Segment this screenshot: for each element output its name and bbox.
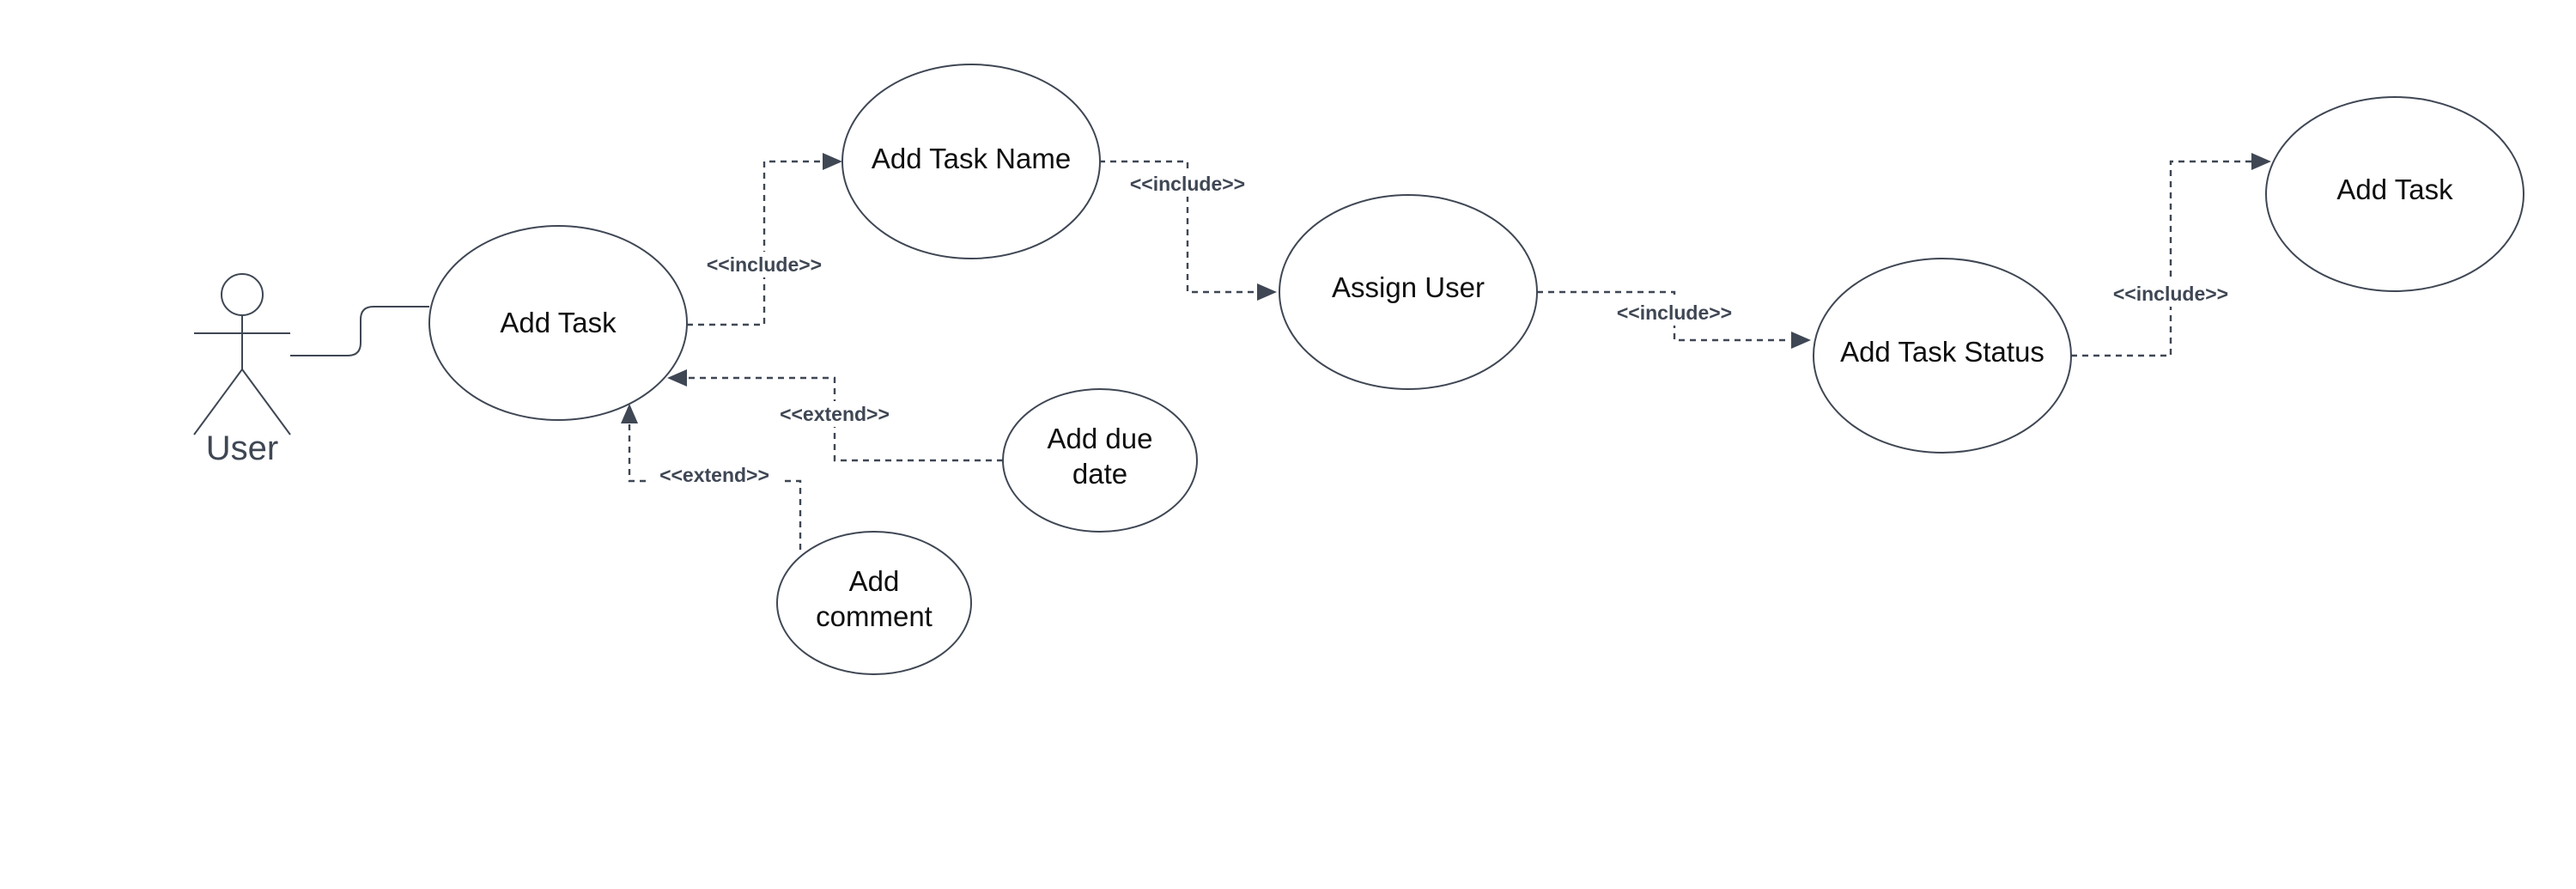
extend-label-due-date: <<extend>> — [780, 403, 890, 425]
use-case-assign-user[interactable]: Assign User — [1279, 194, 1538, 390]
include-arrowhead-assign-user — [1257, 283, 1277, 301]
include-label-assign-user-group: <<include>> — [1119, 171, 1256, 197]
include-label-task-name-group: <<include>> — [696, 252, 833, 277]
include-connector-task-final — [2071, 160, 2251, 357]
extend-arrowhead-due-date — [667, 369, 687, 387]
association-user-add-task — [290, 306, 429, 356]
include-label-task-final-group: <<include>> — [2102, 281, 2239, 307]
use-case-add-task-final[interactable]: Add Task — [2265, 96, 2524, 292]
use-case-add-comment-label: Add — [849, 565, 900, 597]
include-label-task-status-group: <<include>> — [1606, 300, 1743, 326]
use-case-add-task-status-label: Add Task Status — [1840, 336, 2044, 368]
use-case-add-task-label: Add Task — [500, 307, 617, 338]
extend-connector-due-date — [687, 376, 1003, 462]
actor-right-leg — [241, 368, 291, 435]
use-case-add-due-date[interactable]: Add due date — [1002, 388, 1198, 533]
actor-user[interactable]: User — [193, 273, 291, 467]
include-connector-task-name — [687, 160, 824, 326]
extend-label-comment: <<extend>> — [659, 464, 769, 486]
use-case-add-comment[interactable]: Add comment — [776, 531, 972, 675]
extend-arrowhead-comment — [621, 404, 638, 423]
actor-label: User — [206, 429, 278, 467]
use-case-add-task-name-label: Add Task Name — [872, 143, 1071, 174]
use-case-add-task-status[interactable]: Add Task Status — [1813, 258, 2072, 454]
extend-connector-comment — [628, 423, 802, 550]
include-label-task-status: <<include>> — [1617, 301, 1732, 324]
include-label-assign-user: <<include>> — [1130, 173, 1245, 195]
use-case-add-task-final-label: Add Task — [2336, 174, 2453, 205]
include-arrowhead-task-final — [2251, 153, 2271, 170]
include-arrowhead-task-status — [1791, 332, 1811, 349]
use-case-add-comment-label-line2: comment — [816, 600, 933, 632]
use-case-add-due-date-label-line2: date — [1072, 458, 1127, 490]
include-arrowhead-task-name — [823, 153, 842, 170]
extend-label-due-date-group: <<extend>> — [769, 401, 901, 427]
include-label-task-name: <<include>> — [707, 253, 822, 276]
use-case-add-due-date-label: Add due — [1048, 423, 1153, 454]
use-case-assign-user-label: Assign User — [1332, 271, 1485, 303]
use-case-add-task[interactable]: Add Task — [428, 225, 688, 421]
include-label-task-final: <<include>> — [2113, 283, 2228, 305]
use-case-add-task-name[interactable]: Add Task Name — [841, 64, 1101, 259]
actor-left-leg — [193, 368, 243, 435]
extend-label-comment-group: <<extend>> — [648, 462, 781, 488]
actor-head — [221, 273, 264, 316]
